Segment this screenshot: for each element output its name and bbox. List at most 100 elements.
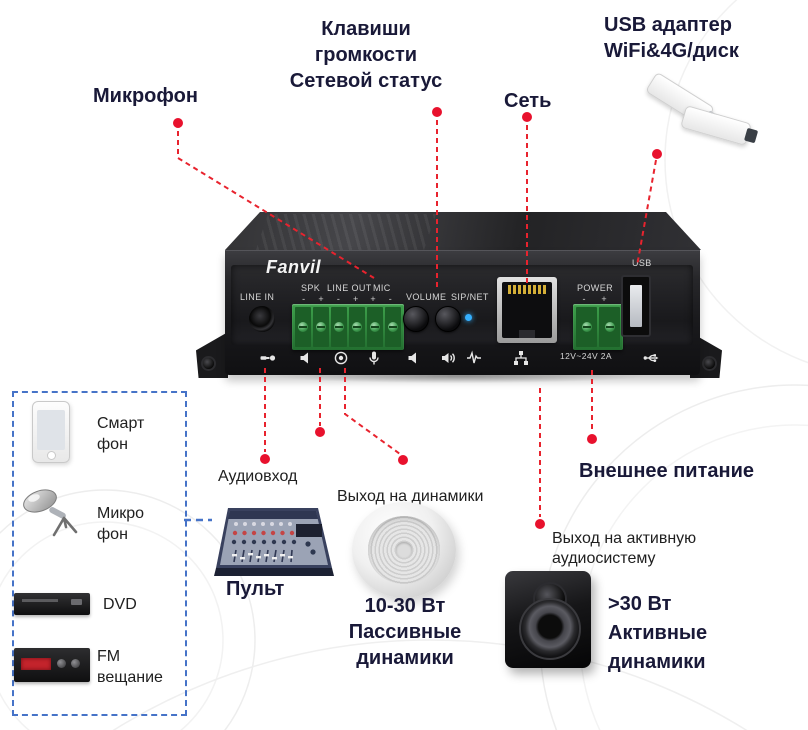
usb-adapter-line2: WiFi&4G/диск xyxy=(604,40,739,62)
terminal-pin xyxy=(313,307,329,347)
network-status-line: Сетевой статус xyxy=(289,70,443,92)
waveform-icon xyxy=(467,350,481,364)
terminal-pin xyxy=(576,307,597,347)
terminal-pin xyxy=(367,307,383,347)
volume-keys-line1: Клавиши xyxy=(321,18,411,40)
woofer xyxy=(519,598,581,660)
polarity-mark: - xyxy=(302,294,306,304)
mixer-console-icon xyxy=(214,508,334,576)
polarity-mark: - xyxy=(582,294,586,304)
terminal-pin xyxy=(385,307,401,347)
polarity-mark: + xyxy=(370,294,376,304)
polarity-mark: + xyxy=(318,294,324,304)
mic-label: MIC xyxy=(373,283,391,293)
volume-network-status-label: Клавиши громкости Сетевой статус xyxy=(272,16,460,94)
smartphone-home-button xyxy=(47,451,56,460)
mixer-label: Пульт xyxy=(226,578,285,600)
volume-keys-line2: громкости xyxy=(314,44,418,66)
source-label-smartphone: Смартфон xyxy=(97,415,145,453)
ethernet-port xyxy=(497,277,557,343)
ethernet-socket xyxy=(502,282,552,338)
passive-speakers-label: 10-30 Вт Пассивные динамики xyxy=(335,593,475,671)
terminal-pin xyxy=(349,307,365,347)
active-output-label: Выход на активную аудиосистему xyxy=(552,529,696,569)
smartphone-screen xyxy=(37,410,65,450)
sip-net-label: SIP/NET xyxy=(451,292,489,302)
active-line1: >30 Вт xyxy=(608,593,672,615)
volume-label: VOLUME xyxy=(406,292,447,302)
speaker-terminal-block xyxy=(292,304,404,350)
usb-4g-dongle-icon xyxy=(680,105,759,146)
audio-input-label: Аудиовход xyxy=(218,468,298,485)
usb-port xyxy=(621,275,651,337)
source-label-dvd: DVD xyxy=(103,596,137,613)
power-polarity-row: - + xyxy=(574,294,614,304)
line-out-label: LINE OUT xyxy=(327,283,372,293)
usb-label: USB xyxy=(632,258,652,268)
ethernet-notch xyxy=(519,330,535,338)
polarity-mark: + xyxy=(601,294,607,304)
spk-label: SPK xyxy=(301,283,321,293)
speaker-center-cap xyxy=(395,542,413,558)
power-label: POWER xyxy=(577,283,614,293)
device-lid-ridges xyxy=(256,214,436,250)
active-output-line1: Выход на активную xyxy=(552,530,697,547)
mic-icon xyxy=(369,351,379,365)
usb-adapter-label: USB адаптер WiFi&4G/диск xyxy=(604,12,739,64)
power-spec-label: 12V~24V 2A xyxy=(560,351,612,361)
active-speakers-label: >30 Вт Активные динамики xyxy=(608,590,707,677)
dongle-cap xyxy=(744,127,759,144)
polarity-mark: + xyxy=(353,294,359,304)
line-in-jack xyxy=(249,306,275,332)
line-in-label: LINE IN xyxy=(240,292,275,302)
sip-net-button[interactable] xyxy=(435,306,461,332)
fm-radio-icon xyxy=(14,648,90,682)
paging-gateway-device: Fanvil LINE IN SPK LINE OUT MIC - + - + … xyxy=(196,212,722,388)
external-power-label: Внешнее питание xyxy=(579,460,754,482)
terminal-polarity-row: - + - + + - xyxy=(295,294,399,304)
usb-icon xyxy=(643,354,659,362)
microphone-label: Микрофон xyxy=(93,85,198,107)
passive-line2: Пассивные xyxy=(348,621,462,643)
ethernet-pins xyxy=(508,285,546,294)
fm-knob xyxy=(57,659,66,668)
passive-line1: 10-30 Вт xyxy=(364,595,446,617)
polarity-mark: - xyxy=(388,294,392,304)
dvd-player-icon xyxy=(14,593,90,615)
audio-sources-box xyxy=(12,391,187,716)
brand-logo: Fanvil xyxy=(266,257,322,277)
speaker-waves-icon xyxy=(442,353,455,363)
dvd-button xyxy=(71,599,82,605)
power-terminal-block xyxy=(573,304,623,350)
active-line3: динамики xyxy=(608,651,706,673)
passive-line3: динамики xyxy=(356,647,454,669)
mounting-flange-left xyxy=(196,332,228,378)
screw-hole-icon xyxy=(704,358,715,369)
status-led xyxy=(465,314,472,321)
device-front-panel: Fanvil LINE IN SPK LINE OUT MIC - + - + … xyxy=(225,250,700,375)
screw-hole-icon xyxy=(203,358,214,369)
active-line2: Активные xyxy=(608,622,708,644)
usb-tongue xyxy=(630,285,642,327)
source-label-fm: FM вещание xyxy=(97,648,163,686)
active-speaker-icon xyxy=(505,571,591,668)
line-in-icon xyxy=(260,355,276,361)
source-label-microphone: Микрофон xyxy=(97,505,145,543)
desk-microphone-icon xyxy=(23,489,78,537)
usb-dongles xyxy=(638,71,770,164)
lan-icon xyxy=(514,351,528,365)
dvd-slot xyxy=(22,599,58,602)
speaker-icon xyxy=(300,352,308,364)
network-label: Сеть xyxy=(504,90,552,112)
volume-button[interactable] xyxy=(403,306,429,332)
fm-knob xyxy=(71,659,80,668)
ceiling-speaker-icon xyxy=(352,502,456,598)
terminal-pin xyxy=(599,307,620,347)
record-icon xyxy=(334,351,348,365)
usb-adapter-line1: USB адаптер xyxy=(604,14,732,36)
smartphone-icon xyxy=(32,401,70,463)
polarity-mark: - xyxy=(336,294,340,304)
terminal-pin xyxy=(295,307,311,347)
active-output-line2: аудиосистему xyxy=(552,550,656,567)
